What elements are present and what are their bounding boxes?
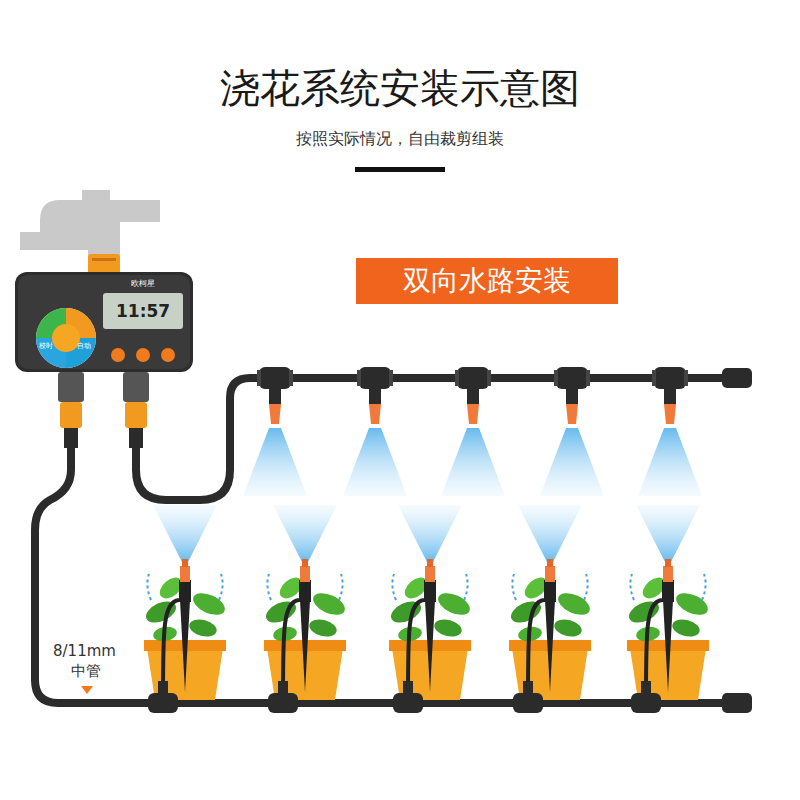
lcd-time: 11:57 — [116, 301, 170, 321]
pipe-name-label: 中管 — [71, 662, 101, 680]
dial-label: 校时 — [39, 342, 53, 350]
brand-text: 欧柯星 — [131, 279, 155, 289]
title-text: 浇花系统安装示意图 — [220, 64, 580, 112]
section-band: 双向水路安装 — [356, 258, 618, 304]
dial-label: 自动 — [77, 342, 91, 350]
band-text: 双向水路安装 — [403, 264, 571, 298]
subtitle-text: 按照实际情况，自由裁剪组装 — [296, 129, 504, 148]
pipe-size-label: 8/11mm — [53, 642, 116, 660]
